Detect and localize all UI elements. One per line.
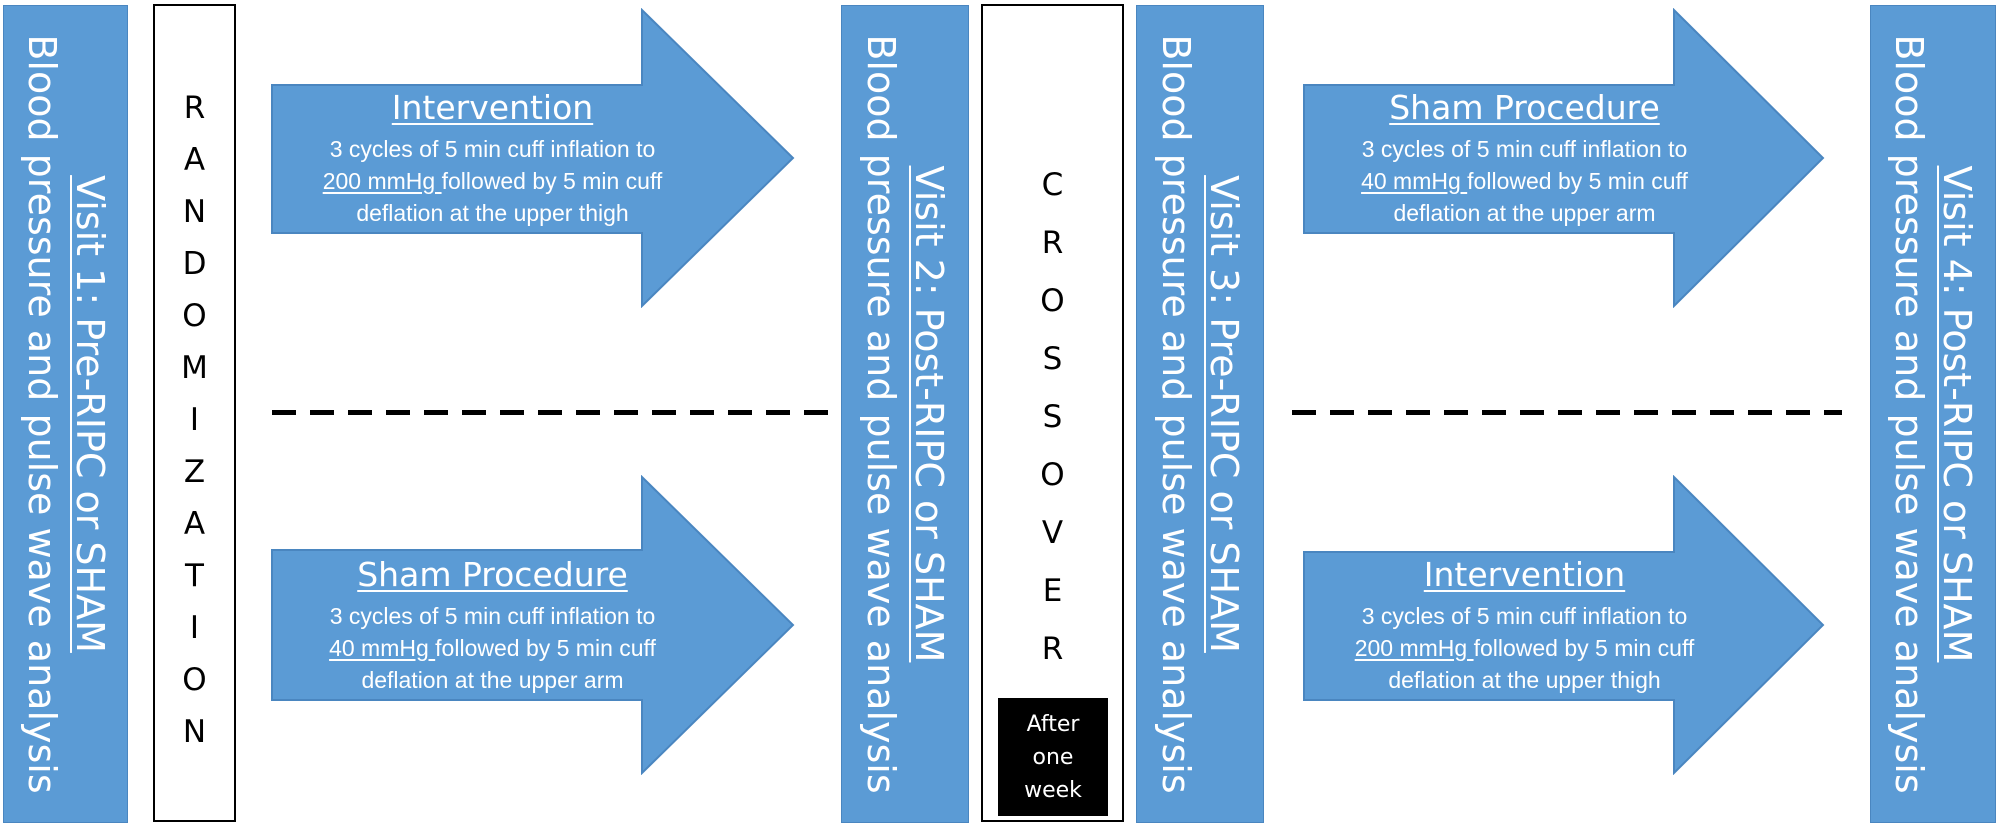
visit-2-label: Visit 2: Post-RIPC or SHAM Blood pressur… — [857, 19, 953, 809]
randomization-letter: N — [182, 714, 207, 750]
arrow-text: Sham Procedure 3 cycles of 5 min cuff in… — [270, 475, 715, 775]
crossover-letter: O — [1040, 457, 1065, 493]
arrow-line-2: 200 mmHg followed by 5 min cuff — [1355, 632, 1695, 664]
arrow-line-2: 200 mmHg followed by 5 min cuff — [323, 165, 663, 197]
arrow-line-2-rest: followed by 5 min cuff — [441, 167, 663, 194]
randomization-letter: A — [183, 506, 206, 542]
arrow-title: Intervention — [391, 87, 594, 127]
randomization-letter: I — [189, 402, 200, 438]
randomization-box: R A N D O M I Z A T I O N — [153, 4, 236, 822]
pressure-value: 200 mmHg — [322, 167, 442, 194]
crossover-letter: S — [1042, 341, 1063, 377]
arrow-text: Sham Procedure 3 cycles of 5 min cuff in… — [1302, 8, 1747, 308]
visit-4-title: Visit 4: Post-RIPC or SHAM — [1935, 165, 1979, 663]
arrow-shape — [1303, 475, 1825, 775]
arrow-line-2: 40 mmHg followed by 5 min cuff — [329, 632, 656, 664]
randomization-letter: M — [181, 350, 208, 386]
visit-2-box: Visit 2: Post-RIPC or SHAM Blood pressur… — [841, 5, 969, 823]
randomization-letter: Z — [183, 454, 206, 490]
arrow-shape — [271, 8, 795, 308]
arrow-line-3: deflation at the upper arm — [361, 666, 624, 693]
after-one-week-note: After one week — [998, 698, 1108, 816]
dashed-separator-left — [272, 410, 832, 415]
arrow-intervention-lower-right: Intervention 3 cycles of 5 min cuff infl… — [1302, 475, 1825, 775]
arrow-line-1: 3 cycles of 5 min cuff inflation to — [1361, 135, 1688, 162]
arrow-sham-lower-left: Sham Procedure 3 cycles of 5 min cuff in… — [270, 475, 795, 775]
arrow-line-1: 3 cycles of 5 min cuff inflation to — [329, 602, 656, 629]
arrow-line-2-rest: followed by 5 min cuff — [1473, 634, 1695, 661]
arrow-line-3: deflation at the upper thigh — [356, 199, 629, 226]
arrow-line-2-rest: followed by 5 min cuff — [1467, 167, 1688, 194]
note-line: After — [1026, 711, 1080, 737]
crossover-letter: E — [1042, 573, 1063, 609]
arrow-line-1: 3 cycles of 5 min cuff inflation to — [1361, 602, 1688, 629]
arrow-title: Intervention — [1423, 554, 1626, 594]
randomization-letter: N — [182, 194, 207, 230]
crossover-letter: V — [1041, 515, 1064, 551]
visit-2-subtitle: Blood pressure and pulse wave analysis — [859, 34, 903, 794]
visit-4-box: Visit 4: Post-RIPC or SHAM Blood pressur… — [1870, 5, 1996, 823]
arrow-title: Sham Procedure — [357, 554, 628, 594]
visit-1-label: Visit 1: Pre-RIPC or SHAM Blood pressure… — [18, 19, 114, 809]
crossover-letter: R — [1041, 225, 1064, 261]
pressure-value: 40 mmHg — [329, 634, 436, 661]
arrow-line-1: 3 cycles of 5 min cuff inflation to — [329, 135, 656, 162]
arrow-title: Sham Procedure — [1389, 87, 1660, 127]
crossover-box: C R O S S O V E R After one week — [981, 4, 1124, 822]
crossover-letter: R — [1041, 631, 1064, 667]
pressure-value: 40 mmHg — [1361, 167, 1468, 194]
arrow-intervention-upper-left: Intervention 3 cycles of 5 min cuff infl… — [270, 8, 795, 308]
randomization-letter: O — [182, 298, 207, 334]
arrow-line-3: deflation at the upper arm — [1393, 199, 1656, 226]
dashed-separator-right — [1292, 410, 1842, 415]
visit-1-title: Visit 1: Pre-RIPC or SHAM — [67, 175, 112, 653]
note-line: week — [1024, 777, 1082, 803]
arrow-shape — [1303, 8, 1825, 308]
randomization-letter: D — [182, 246, 207, 282]
arrow-text: Intervention 3 cycles of 5 min cuff infl… — [1302, 475, 1747, 775]
crossover-letter: C — [1041, 167, 1064, 203]
visit-1-subtitle: Blood pressure and pulse wave analysis — [19, 34, 64, 794]
visit-3-label: Visit 3: Pre-RIPC or SHAM Blood pressure… — [1152, 19, 1248, 809]
pressure-value: 200 mmHg — [1354, 634, 1474, 661]
visit-3-subtitle: Blood pressure and pulse wave analysis — [1154, 34, 1198, 794]
crossover-letters: C R O S S O V E R — [983, 156, 1122, 678]
visit-4-subtitle: Blood pressure and pulse wave analysis — [1887, 34, 1931, 794]
randomization-letter: A — [183, 142, 206, 178]
arrow-line-3: deflation at the upper thigh — [1388, 666, 1661, 693]
arrow-line-2-rest: followed by 5 min cuff — [435, 634, 656, 661]
arrow-sham-upper-right: Sham Procedure 3 cycles of 5 min cuff in… — [1302, 8, 1825, 308]
visit-4-label: Visit 4: Post-RIPC or SHAM Blood pressur… — [1885, 19, 1981, 809]
visit-3-title: Visit 3: Pre-RIPC or SHAM — [1202, 175, 1246, 653]
randomization-letter: R — [183, 90, 206, 126]
arrow-shape — [271, 475, 795, 775]
randomization-letter: O — [182, 662, 207, 698]
randomization-letter: T — [185, 558, 204, 594]
randomization-letter: I — [189, 610, 200, 646]
visit-1-box: Visit 1: Pre-RIPC or SHAM Blood pressure… — [3, 5, 128, 823]
visit-3-box: Visit 3: Pre-RIPC or SHAM Blood pressure… — [1136, 5, 1264, 823]
arrow-line-2: 40 mmHg followed by 5 min cuff — [1361, 165, 1688, 197]
randomization-letters: R A N D O M I Z A T I O N — [155, 82, 234, 758]
visit-2-title: Visit 2: Post-RIPC or SHAM — [907, 165, 951, 663]
note-line: one — [1032, 744, 1074, 770]
crossover-letter: O — [1040, 283, 1065, 319]
crossover-letter: S — [1042, 399, 1063, 435]
arrow-text: Intervention 3 cycles of 5 min cuff infl… — [270, 8, 715, 308]
